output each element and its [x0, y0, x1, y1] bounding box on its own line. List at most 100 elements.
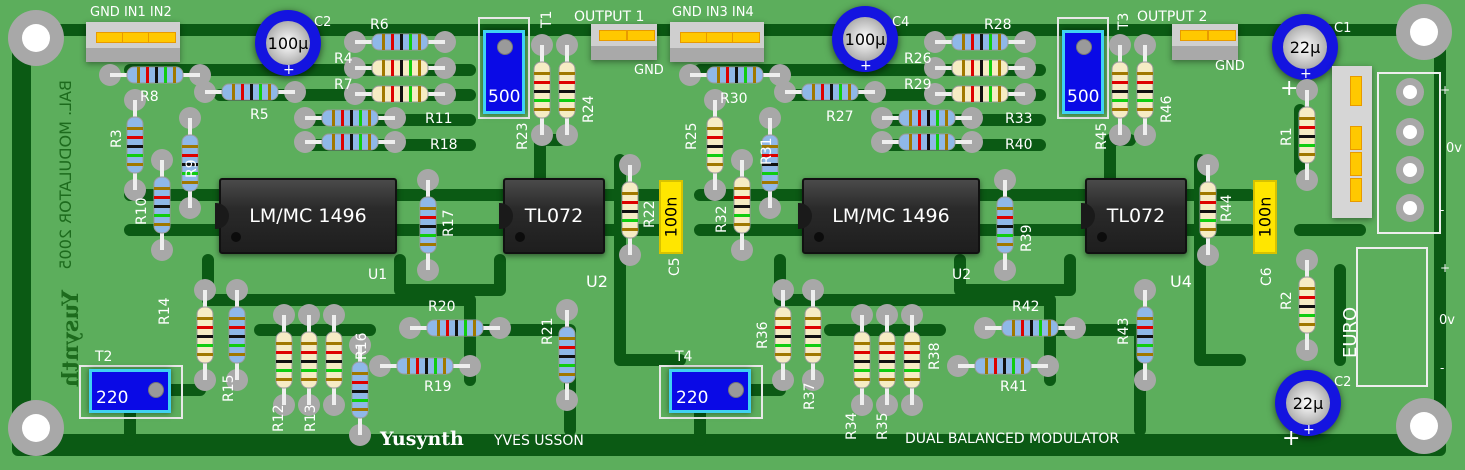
ic-part: LM/MC 1496 [832, 205, 950, 227]
output-1-gnd-label: GND [634, 63, 664, 78]
color-band [854, 342, 870, 345]
color-band [1137, 99, 1153, 102]
resistor-r36 [772, 279, 794, 391]
output-connector-1[interactable] [591, 24, 657, 60]
t4-frame [659, 365, 763, 419]
color-band [173, 67, 176, 83]
trimmer-t3[interactable]: 500 [1062, 30, 1104, 114]
color-band [155, 67, 158, 83]
output-2-label: OUTPUT 2 [1137, 9, 1208, 25]
power-header[interactable] [1332, 66, 1372, 218]
color-band [534, 108, 550, 111]
resistor-r29 [924, 83, 1036, 105]
plus-marker: + [283, 62, 295, 78]
color-band [945, 110, 948, 126]
resistor-label-r2: R2 [1279, 291, 1295, 310]
color-band [418, 34, 421, 50]
resistor-label-r5: R5 [250, 107, 269, 123]
resistor-r5 [194, 81, 306, 103]
color-band [1299, 296, 1315, 299]
color-band [197, 326, 213, 329]
mounting-hole [8, 10, 64, 66]
trimmer-value: 220 [96, 388, 129, 408]
color-band [443, 358, 446, 374]
color-band [1200, 201, 1216, 204]
color-band [326, 369, 342, 372]
color-band [962, 34, 965, 50]
ic-u1: LM/MC 1496 [215, 178, 397, 254]
resistor-r24 [556, 34, 578, 146]
color-band [276, 378, 292, 381]
resistor-label-r42: R42 [1012, 299, 1040, 315]
capacitor-c2-top: 100µ + [255, 10, 321, 78]
color-band [437, 320, 440, 336]
color-band [762, 181, 778, 184]
color-band [775, 317, 791, 320]
color-band [229, 344, 245, 347]
resistor-label-r25: R25 [684, 122, 700, 150]
trimmer-t1[interactable]: 500 [483, 30, 525, 114]
color-band [879, 369, 895, 372]
color-band [409, 34, 412, 50]
color-band [326, 351, 342, 354]
color-band [301, 342, 317, 345]
color-band [775, 326, 791, 329]
resistor-label-r10: R10 [134, 197, 150, 225]
input-connector-2[interactable] [670, 22, 764, 62]
color-band [418, 86, 421, 102]
resistor-label-r29: R29 [904, 77, 932, 93]
input-connector-1[interactable] [86, 22, 180, 62]
cap-value: 22µ [1283, 25, 1327, 69]
color-band [1137, 335, 1153, 338]
color-band [805, 326, 821, 329]
color-band [997, 207, 1013, 210]
ic-part: TL072 [1106, 205, 1166, 227]
mounting-hole [1396, 398, 1452, 454]
resistor-label-r39: R39 [1019, 224, 1035, 252]
color-band [989, 34, 992, 50]
color-band [879, 360, 895, 363]
color-band [848, 84, 851, 100]
resistor-label-r4: R4 [334, 51, 353, 67]
power-minus-label: - [1440, 203, 1445, 217]
resistor-r4 [344, 57, 456, 79]
color-band [1048, 320, 1051, 336]
color-band [762, 154, 778, 157]
color-band [985, 358, 988, 374]
euro-header[interactable] [1356, 247, 1428, 387]
color-band [1137, 353, 1153, 356]
t1-frame [478, 17, 530, 119]
color-band [980, 34, 983, 50]
power-pin [1396, 194, 1424, 222]
color-band [400, 34, 403, 50]
color-band [391, 60, 394, 76]
color-band [127, 127, 143, 130]
color-band [918, 110, 921, 126]
resistor-r11 [294, 107, 406, 129]
color-band [182, 172, 198, 175]
trimmer-t4[interactable]: 220 [669, 369, 751, 413]
color-band [391, 34, 394, 50]
resistor-r1 [1296, 79, 1318, 191]
u1-ref: U1 [368, 267, 388, 283]
input-connector-1-label: GND IN1 IN2 [90, 5, 172, 20]
output-connector-2[interactable] [1172, 24, 1238, 60]
c1-ref: C1 [1334, 21, 1352, 36]
resistor-label-r40: R40 [1005, 137, 1033, 153]
resistor-r16b [323, 304, 345, 416]
color-band [326, 378, 342, 381]
color-band [1299, 314, 1315, 317]
color-band [971, 60, 974, 76]
resistor-r9 [179, 107, 201, 219]
c2b-ref: C2 [1334, 375, 1352, 390]
color-band [332, 110, 335, 126]
capacitor-c4: 100µ + [832, 6, 898, 74]
capacitor-c5: 100n [659, 180, 683, 254]
board-title: DUAL BALANCED MODULATOR [905, 431, 1120, 447]
color-band [1137, 90, 1153, 93]
resistor-label-r18: R18 [430, 137, 458, 153]
trimmer-t2[interactable]: 220 [89, 369, 171, 413]
color-band [1299, 287, 1315, 290]
color-band [962, 60, 965, 76]
